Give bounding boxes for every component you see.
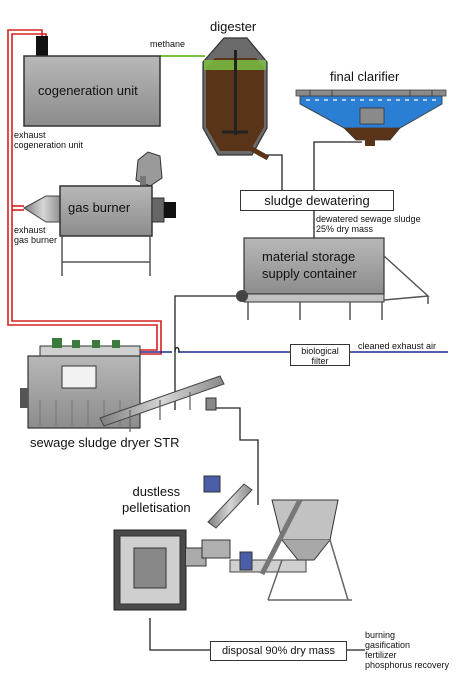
pelletisation-machine	[113, 475, 352, 611]
exhaust-gas-burner-label: exhaust gas burner	[14, 225, 58, 246]
gas-burner-label: gas burner	[68, 200, 131, 215]
disposal-use-burning: burning	[365, 630, 396, 640]
sludge-dewatering-box: sludge dewatering	[240, 190, 394, 211]
final-clarifier-label: final clarifier	[330, 69, 400, 84]
sludge-dryer-machine	[20, 338, 225, 432]
storage-container-machine	[236, 237, 430, 320]
disposal-box: disposal 90% dry mass	[210, 641, 347, 661]
dewatered-note-line-2: 25% dry mass	[316, 223, 374, 234]
gas-burner-machine	[23, 151, 176, 276]
pelletisation-line-1: dustless	[132, 484, 181, 499]
disposal-use-gasification: gasification	[365, 640, 411, 650]
process-lines	[149, 141, 365, 651]
final-clarifier-tank	[295, 89, 447, 146]
dewatered-sludge-note: dewatered sewage sludge 25% dry mass	[316, 214, 421, 235]
disposal-use-phosphorus: phosphorus recovery	[365, 660, 450, 670]
material-storage-line-2: supply container	[262, 266, 357, 281]
material-storage-line-1: material storage	[262, 249, 356, 264]
exhaust-gas-burner-line-1: exhaust	[14, 225, 46, 235]
biological-filter-line-2: filter	[311, 356, 329, 366]
pelletisation-label: dustless pelletisation	[122, 484, 191, 516]
biological-filter-line-1: biological	[301, 346, 339, 356]
biological-filter-box: biological filter	[290, 344, 350, 366]
exhaust-cogeneration-label: exhaust cogeneration unit	[14, 130, 84, 151]
exhaust-cogeneration-line-1: exhaust	[14, 130, 46, 140]
exhaust-cogeneration-line-2: cogeneration unit	[14, 139, 84, 150]
disposal-uses-list: burning gasification fertilizer phosphor…	[365, 630, 449, 670]
exhaust-gas-burner-line-2: gas burner	[14, 234, 58, 245]
cogeneration-unit-machine	[23, 36, 161, 127]
material-storage-label: material storage supply container	[262, 248, 357, 282]
exhaust-lines	[7, 29, 162, 355]
dewatered-note-line-1: dewatered sewage sludge	[316, 214, 421, 224]
sludge-dryer-label: sewage sludge dryer STR	[30, 435, 180, 450]
digester-label: digester	[210, 19, 257, 34]
cleaned-exhaust-air-label: cleaned exhaust air	[358, 341, 437, 351]
disposal-use-fertilizer: fertilizer	[365, 650, 397, 660]
methane-label: methane	[150, 39, 186, 49]
cogeneration-unit-label: cogeneration unit	[38, 83, 138, 98]
digester-tank	[202, 37, 270, 161]
pelletisation-line-2: pelletisation	[122, 500, 191, 515]
